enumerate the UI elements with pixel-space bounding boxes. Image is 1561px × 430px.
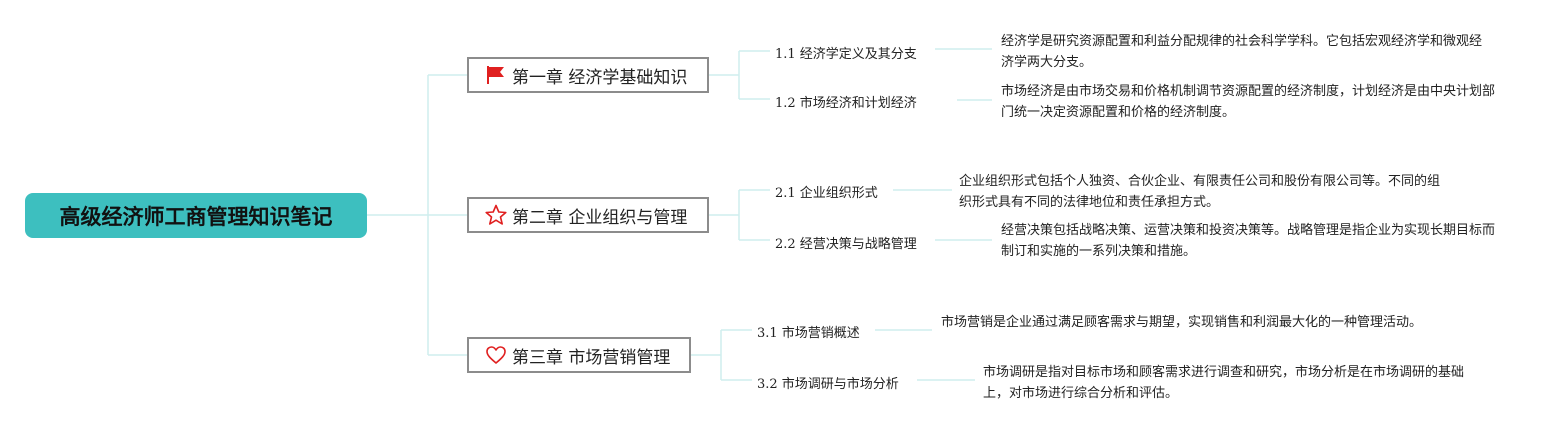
section-1-2[interactable]: 1.2 市场经济和计划经济 xyxy=(775,96,917,111)
chapter-3-node[interactable]: 第三章 市场营销管理 xyxy=(467,337,691,373)
chapter-1-node[interactable]: 第一章 经济学基础知识 xyxy=(467,57,709,93)
section-1-1-desc: 经济学是研究资源配置和利益分配规律的社会科学学科。它包括宏观经济学和微观经济学两… xyxy=(1001,34,1483,70)
chapter-3-title: 第三章 市场营销管理 xyxy=(512,347,671,368)
section-1-1[interactable]: 1.1 经济学定义及其分支 xyxy=(775,47,917,62)
section-3-1[interactable]: 3.1 市场营销概述 xyxy=(757,326,860,341)
section-2-1[interactable]: 2.1 企业组织形式 xyxy=(775,186,878,201)
section-1-2-desc: 市场经济是由市场交易和价格机制调节资源配置的经济制度，计划经济是由中央计划部门统… xyxy=(1001,84,1496,120)
section-2-1-desc: 企业组织形式包括个人独资、合伙企业、有限责任公司和股份有限公司等。不同的组织形式… xyxy=(959,174,1441,210)
section-2-2[interactable]: 2.2 经营决策与战略管理 xyxy=(775,237,917,252)
section-3-2[interactable]: 3.2 市场调研与市场分析 xyxy=(757,377,899,392)
chapter-2-node[interactable]: 第二章 企业组织与管理 xyxy=(467,197,709,233)
section-3-2-desc: 市场调研是指对目标市场和顾客需求进行调查和研究，市场分析是在市场调研的基础上，对… xyxy=(983,365,1465,401)
chapter-1-title: 第一章 经济学基础知识 xyxy=(512,67,688,88)
star-outline-icon xyxy=(485,204,507,226)
root-topic[interactable]: 高级经济师工商管理知识笔记 xyxy=(25,193,367,238)
root-title: 高级经济师工商管理知识笔记 xyxy=(59,204,333,229)
chapter-2-title: 第二章 企业组织与管理 xyxy=(512,207,688,228)
heart-outline-icon xyxy=(485,344,507,366)
red-flag-icon xyxy=(485,64,507,86)
section-3-1-desc: 市场营销是企业通过满足顾客需求与期望，实现销售和利润最大化的一种管理活动。 xyxy=(941,315,1423,330)
section-2-2-desc: 经营决策包括战略决策、运营决策和投资决策等。战略管理是指企业为实现长期目标而制订… xyxy=(1001,223,1496,259)
